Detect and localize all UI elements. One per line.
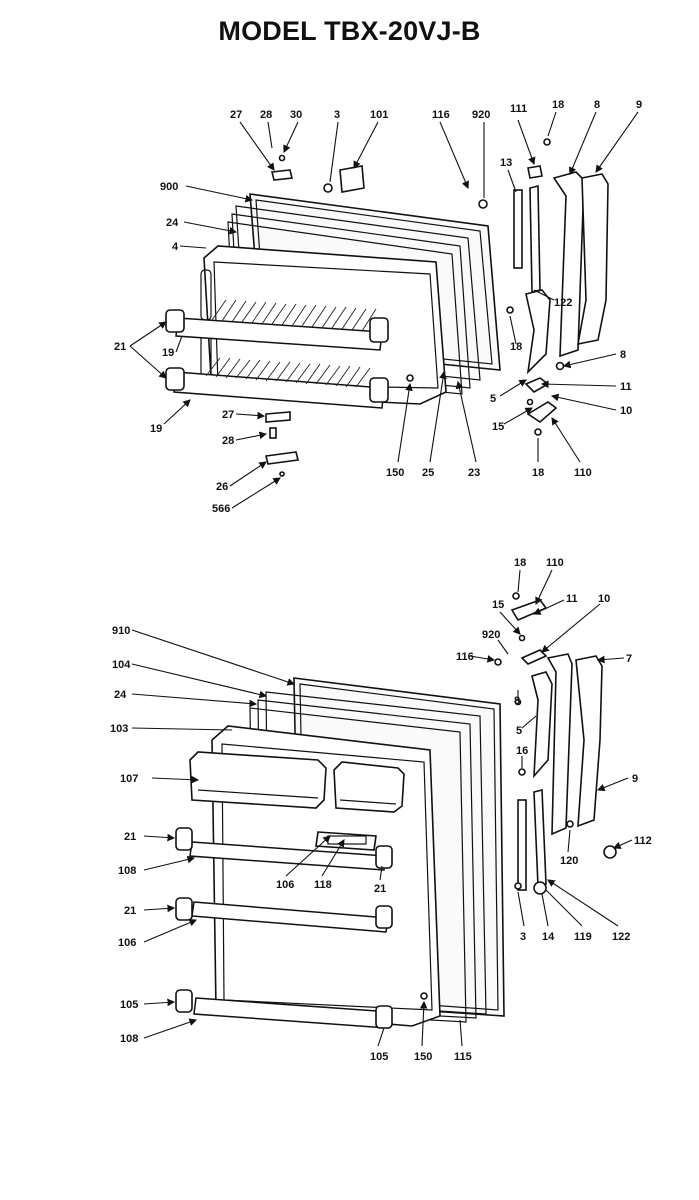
part-label: 110 [546, 557, 564, 569]
freezer-door-assembly [165, 138, 609, 477]
fresh-food-part-numbers: 18 110 15 11 10 920 116 7 910 104 8 24 1… [110, 557, 652, 1063]
part-label: 104 [112, 659, 131, 671]
part-label: 107 [120, 773, 138, 785]
part-label: 23 [468, 467, 480, 479]
part-label: 18 [552, 99, 564, 111]
part-label: 105 [370, 1051, 388, 1063]
part-label: 27 [230, 109, 242, 121]
freezer-handle [577, 173, 609, 346]
part-label: 920 [482, 629, 500, 641]
part-label: 10 [598, 593, 610, 605]
part-label: 24 [114, 689, 127, 701]
part-label: 3 [334, 109, 340, 121]
fresh-food-hinge-bracket [510, 599, 548, 622]
part-label: 900 [160, 181, 178, 193]
part-label: 21 [124, 905, 136, 917]
part-label: 11 [566, 593, 578, 605]
part-label: 920 [472, 109, 490, 121]
part-label: 7 [626, 653, 632, 665]
fresh-food-stop-strip [517, 799, 527, 891]
part-label: 106 [276, 879, 294, 891]
part-label: 18 [532, 467, 544, 479]
part-label: 8 [620, 349, 626, 361]
diagram-title: MODEL TBX-20VJ-B [218, 16, 481, 46]
part-label: 106 [118, 937, 136, 949]
thermostat-cover [339, 165, 365, 193]
fresh-food-trim-strip [533, 788, 547, 888]
part-label: 5 [516, 725, 522, 737]
part-label: 105 [120, 999, 138, 1011]
part-label: 18 [510, 341, 522, 353]
part-label: 15 [492, 599, 504, 611]
part-label: 13 [500, 157, 512, 169]
hinge-arm [525, 289, 551, 375]
part-label: 120 [560, 855, 578, 867]
part-label: 112 [634, 835, 652, 847]
part-label: 118 [314, 879, 332, 891]
freezer-hinge-pin [527, 165, 543, 179]
freezer-trim-strip [529, 184, 541, 294]
door-shelf-bar-1 [189, 841, 387, 871]
part-label: 24 [166, 217, 179, 229]
part-label: 14 [542, 931, 555, 943]
part-label: 119 [574, 931, 592, 943]
part-label: 28 [222, 435, 234, 447]
part-label: 122 [554, 297, 572, 309]
part-label: 8 [514, 695, 520, 707]
part-label: 115 [454, 1051, 472, 1063]
part-label: 28 [260, 109, 272, 121]
part-label: 566 [212, 503, 230, 515]
part-label: 150 [386, 467, 404, 479]
fresh-food-hinge-arm [531, 671, 553, 779]
shelf-end-cap [165, 309, 185, 333]
fresh-food-handle-trim [546, 653, 573, 836]
part-label: 108 [118, 865, 136, 877]
part-label: 15 [492, 421, 504, 433]
part-label: 101 [370, 109, 388, 121]
part-label: 16 [516, 745, 528, 757]
part-label: 108 [120, 1033, 138, 1045]
part-label: 21 [114, 341, 126, 353]
freezer-handle-trim [552, 171, 585, 358]
part-label: 21 [374, 883, 386, 895]
part-label: 25 [422, 467, 434, 479]
fresh-food-leader-lines [131, 569, 633, 1047]
dairy-compartment-left [189, 751, 327, 809]
part-label: 9 [632, 773, 638, 785]
dairy-compartment-right [333, 761, 405, 813]
part-label: 110 [574, 467, 592, 479]
freezer-part-numbers: 27 28 30 3 101 116 920 111 18 8 9 900 24… [114, 99, 642, 515]
part-label: 30 [290, 109, 302, 121]
part-label: 150 [414, 1051, 432, 1063]
door-stop-strip [513, 189, 523, 269]
part-label: 8 [594, 99, 600, 111]
part-label: 111 [510, 103, 527, 115]
part-label: 3 [520, 931, 526, 943]
part-label: 122 [612, 931, 630, 943]
part-label: 4 [172, 241, 179, 253]
part-label: 103 [110, 723, 128, 735]
part-label: 18 [514, 557, 526, 569]
fresh-food-door-assembly [175, 592, 617, 1029]
fresh-food-handle [575, 655, 603, 828]
part-label: 5 [490, 393, 496, 405]
part-label: 26 [216, 481, 228, 493]
part-label: 116 [432, 109, 450, 121]
lower-hinge-bracket [526, 401, 558, 424]
plug-button [603, 845, 617, 859]
part-label: 19 [150, 423, 162, 435]
part-label: 19 [162, 347, 174, 359]
mullion-bracket [271, 169, 293, 181]
freezer-leader-lines [129, 111, 639, 509]
part-label: 116 [456, 651, 474, 663]
part-label: 27 [222, 409, 234, 421]
part-label: 9 [636, 99, 642, 111]
shelf-end-cap [175, 827, 193, 851]
part-label: 21 [124, 831, 136, 843]
part-label: 11 [620, 381, 632, 393]
part-label: 910 [112, 625, 130, 637]
part-label: 10 [620, 405, 632, 417]
